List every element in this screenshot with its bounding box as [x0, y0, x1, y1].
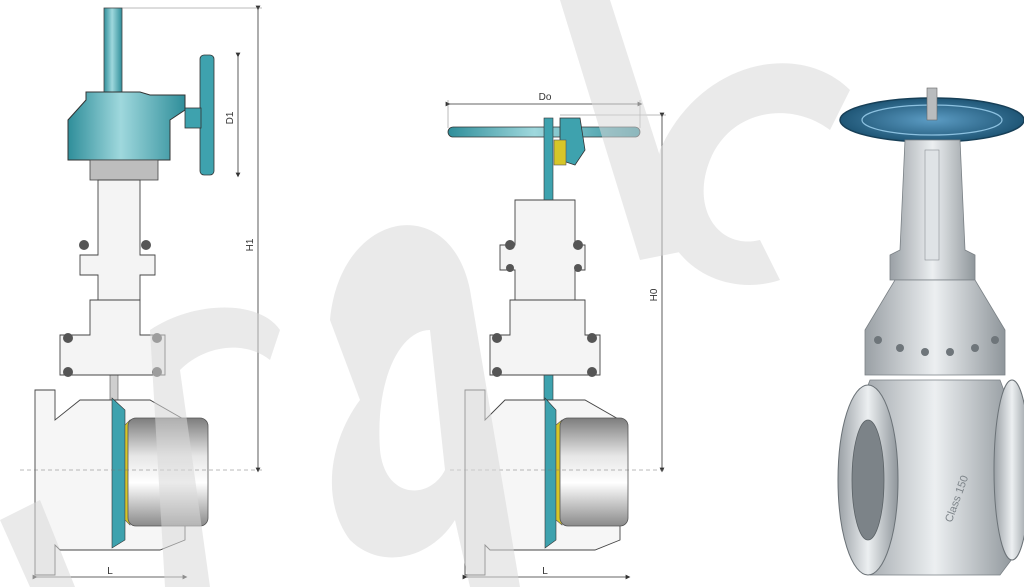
stem-thread: [926, 87, 938, 121]
gearbox: [67, 91, 186, 161]
gear-handwheel: [199, 54, 215, 176]
yoke-mid: [499, 199, 586, 301]
pipe-bore-mid: [559, 417, 629, 527]
gate-valve-photo: Class 150: [837, 87, 1024, 576]
watermark: [0, 0, 850, 587]
dim-label-H1: H1: [245, 238, 256, 251]
hub-nut: [553, 139, 567, 166]
dim-label-L-mid: L: [542, 566, 548, 577]
dim-label-D0: Do: [539, 92, 552, 103]
dim-label-L-left: L: [107, 566, 113, 577]
bonnet-mid: [489, 299, 601, 376]
dim-label-H0: H0: [649, 288, 660, 301]
gate-section-mid: [544, 397, 557, 549]
gate-section: [111, 397, 126, 549]
bonnet: [59, 299, 166, 376]
gear-operated-valve-drawing: L D1 H1: [20, 5, 262, 580]
gear-shaft: [184, 107, 202, 129]
dim-label-D1: D1: [225, 111, 236, 124]
gearbox-base: [89, 159, 159, 181]
flange-right: [993, 379, 1024, 561]
bonnet-photo: [864, 279, 1006, 376]
stem-top: [103, 7, 123, 94]
yoke: [79, 179, 156, 301]
